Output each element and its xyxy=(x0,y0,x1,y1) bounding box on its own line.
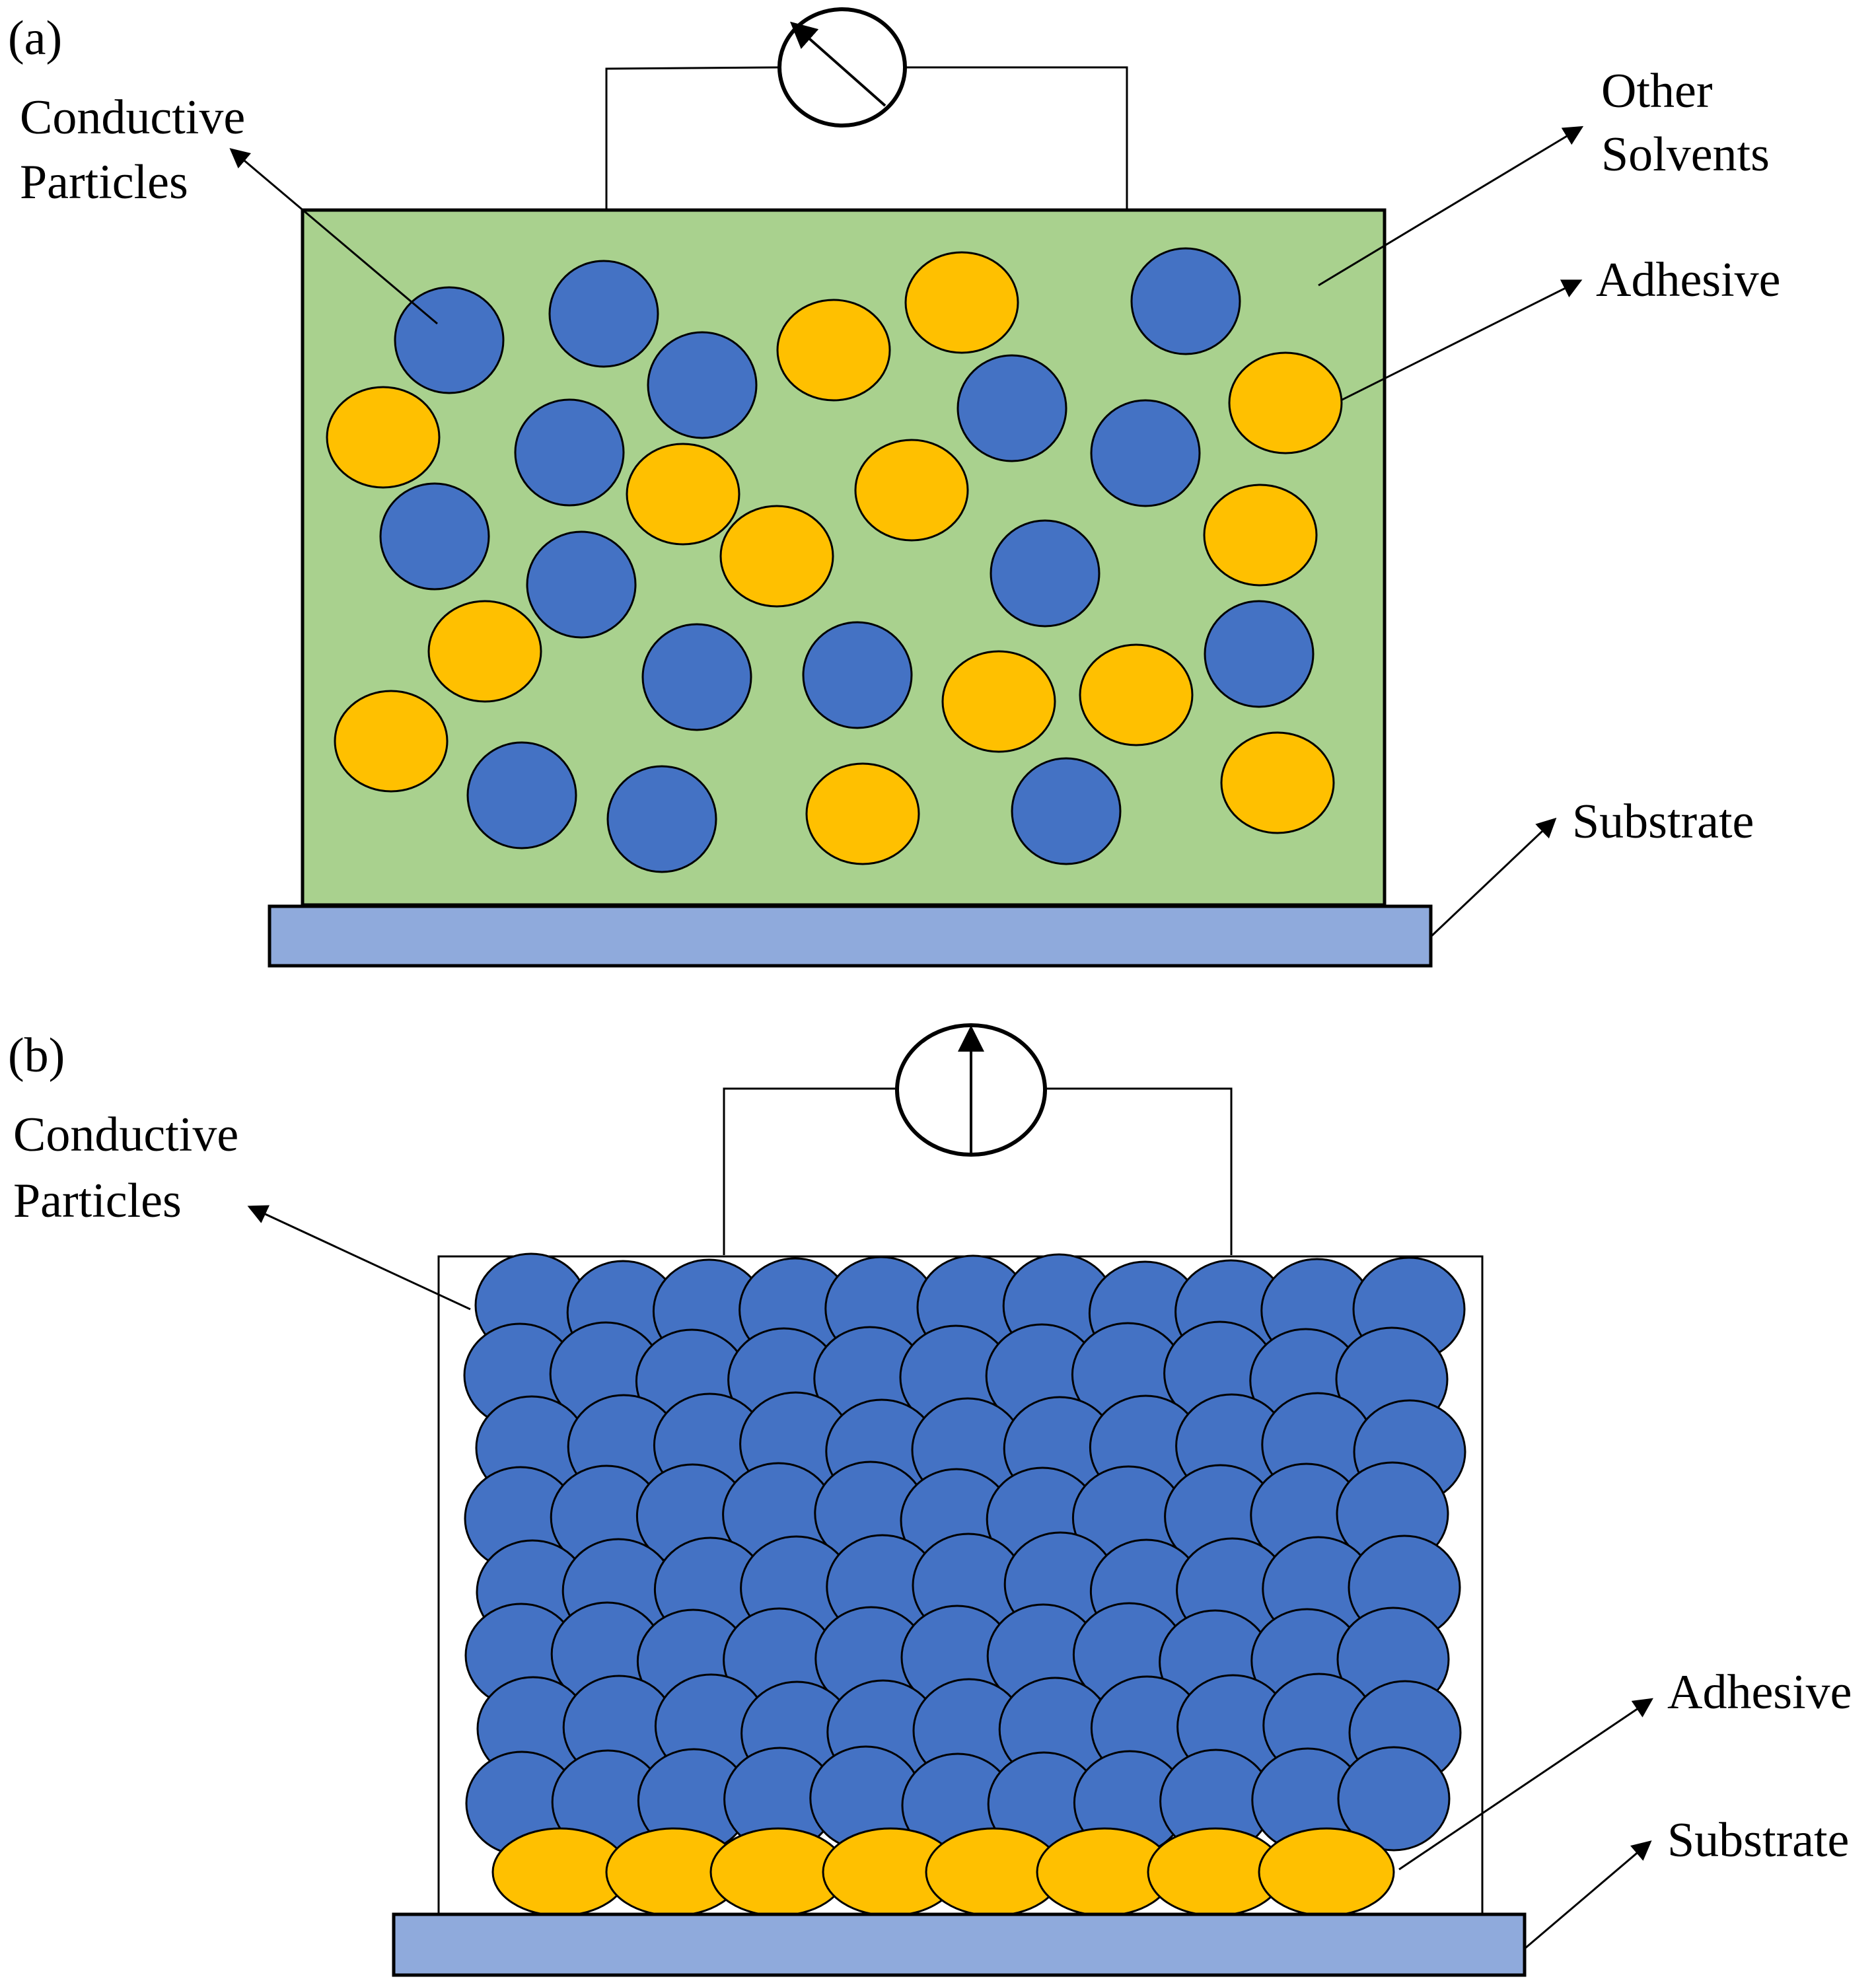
panel-b-conductive-arrow xyxy=(247,1205,471,1311)
conductive-particle xyxy=(1090,399,1201,507)
galvanometer-icon xyxy=(895,1023,1047,1157)
panel-a-conductive-label-line2: Particles xyxy=(20,155,188,209)
adhesive-particle xyxy=(1220,731,1335,834)
conductive-particle xyxy=(1204,600,1315,708)
panel-b-substrate-arrow xyxy=(1524,1840,1652,1950)
adhesive-particle xyxy=(904,251,1019,354)
conductive-particle xyxy=(548,260,659,368)
panel-b-substrate-label: Substrate xyxy=(1667,1813,1849,1867)
galvanometer-icon xyxy=(777,7,907,127)
panel-a-label: (a) xyxy=(8,11,62,65)
adhesive-particle xyxy=(1228,351,1343,454)
panel-b-conductive-label-line2: Particles xyxy=(13,1174,182,1228)
panel-b-wire-right xyxy=(1045,1087,1233,1255)
adhesive-particle xyxy=(1079,643,1194,746)
panel-a-substrate-label: Substrate xyxy=(1572,795,1754,849)
conductive-particle xyxy=(1011,757,1122,865)
panel-a-wire-right xyxy=(905,66,1128,209)
panel-a-substrate-arrow xyxy=(1429,817,1557,938)
panel-a-particles xyxy=(326,247,1343,873)
panel-a-substrate xyxy=(268,904,1433,968)
panel-a-solvents-label-line1: Other xyxy=(1601,64,1713,118)
panel-b: (b) Conductive Particles Adhesive Substr… xyxy=(8,1023,1852,1977)
panel-a: (a) Conductive Particles Other Solvents … xyxy=(8,7,1781,968)
conductive-particle xyxy=(514,398,625,507)
conductive-particle xyxy=(956,354,1067,462)
panel-b-substrate xyxy=(392,1912,1527,1977)
conductive-particle xyxy=(641,623,752,731)
adhesive-particle xyxy=(427,600,542,703)
panel-b-adhesive-arrow xyxy=(1398,1698,1653,1871)
adhesive-particle xyxy=(776,299,891,402)
conductive-particle xyxy=(647,331,758,439)
conductive-particle xyxy=(379,482,490,591)
panel-b-label: (b) xyxy=(8,1029,65,1083)
panel-b-adhesive-layer xyxy=(491,1827,1395,1917)
panel-a-adhesive-label: Adhesive xyxy=(1596,253,1781,307)
adhesive-particle xyxy=(1258,1827,1395,1917)
adhesive-particle xyxy=(854,439,969,542)
adhesive-particle xyxy=(805,762,920,865)
panel-a-wire-left xyxy=(605,66,780,209)
adhesive-particle xyxy=(626,443,740,546)
panel-b-circuit xyxy=(723,1023,1233,1255)
adhesive-particle xyxy=(941,650,1056,753)
panel-a-solvents-label-line2: Solvents xyxy=(1601,127,1770,182)
conductive-particle xyxy=(394,286,505,394)
panel-b-adhesive-label: Adhesive xyxy=(1667,1665,1852,1719)
adhesive-particle xyxy=(719,505,834,608)
conductive-particle xyxy=(802,621,913,729)
conductive-particle xyxy=(990,519,1100,628)
conductive-particle xyxy=(466,741,577,849)
panel-b-wire-left xyxy=(723,1087,897,1255)
conductive-particle xyxy=(1337,1746,1451,1852)
panel-a-conductive-arrow xyxy=(229,148,438,325)
panel-b-conductive-particles xyxy=(463,1252,1466,1858)
conductive-particle xyxy=(1130,247,1241,355)
adhesive-particle xyxy=(326,386,441,489)
panel-a-solvents-arrow xyxy=(1318,126,1584,287)
adhesive-particle xyxy=(1203,484,1318,587)
panel-a-conductive-label-line1: Conductive xyxy=(20,90,245,145)
adhesive-particle xyxy=(334,690,449,793)
panel-b-conductive-label-line1: Conductive xyxy=(13,1108,238,1162)
panel-a-adhesive-arrow xyxy=(1340,279,1583,402)
panel-a-circuit xyxy=(605,7,1128,209)
conductive-particle xyxy=(606,765,717,873)
conductive-particle xyxy=(526,530,637,639)
